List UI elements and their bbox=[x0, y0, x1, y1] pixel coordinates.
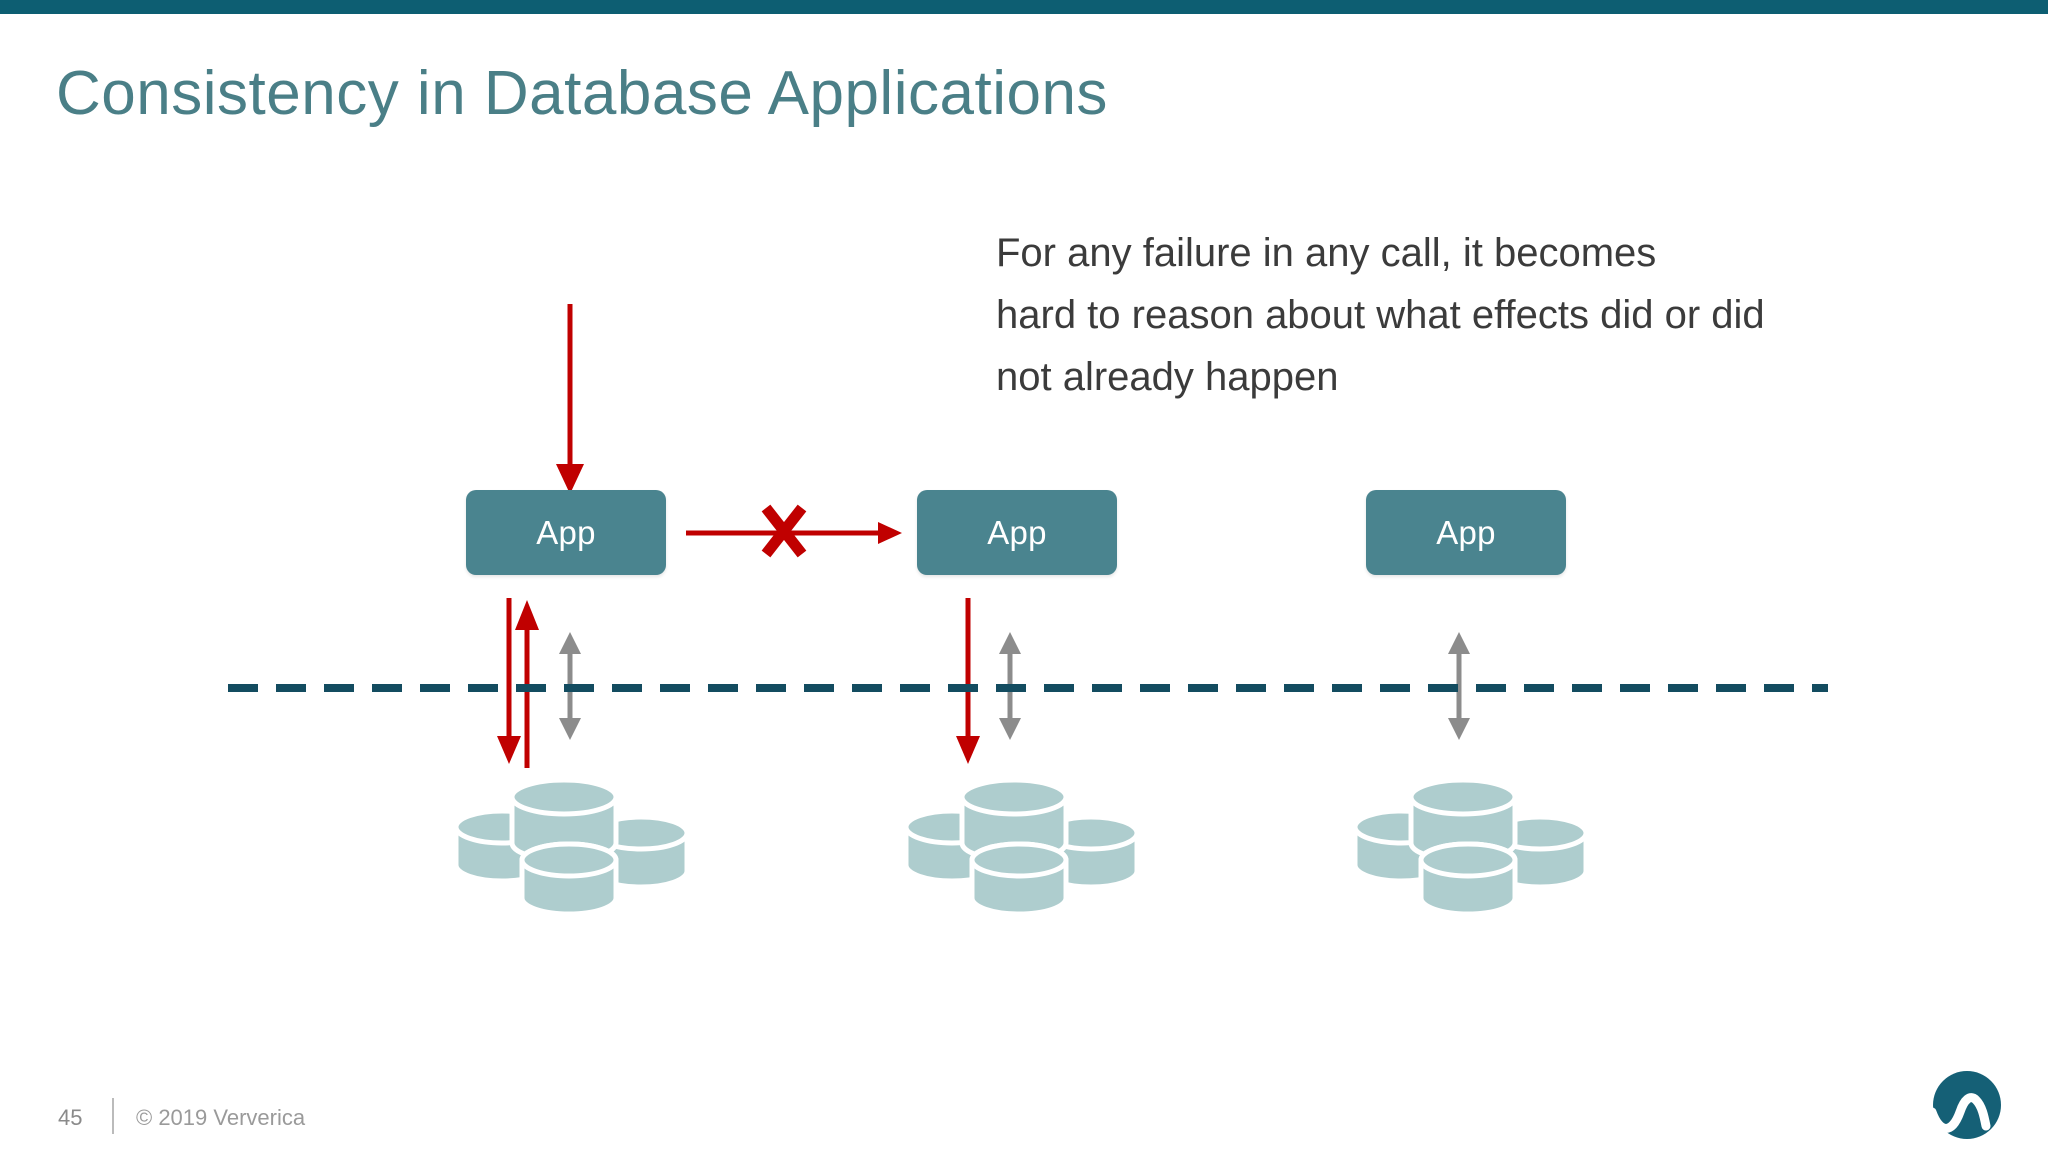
page-number: 45 bbox=[58, 1105, 83, 1130]
incoming-request-arrow bbox=[556, 304, 584, 494]
db-write-arrow-1-down bbox=[497, 598, 521, 764]
callout-line-3: not already happen bbox=[996, 355, 1339, 399]
copyright-text: © 2019 Ververica bbox=[136, 1105, 306, 1130]
database-cluster-2 bbox=[903, 777, 1140, 917]
db-write-arrow-1-up bbox=[515, 600, 539, 768]
callout-line-1: For any failure in any call, it becomes bbox=[996, 231, 1657, 275]
footer-divider bbox=[112, 1098, 114, 1134]
db-write-arrow-2-down bbox=[956, 598, 980, 764]
ververica-logo-icon bbox=[1930, 1071, 2001, 1139]
consistency-boundary-line bbox=[228, 684, 1828, 692]
app-box-1-label: App bbox=[536, 513, 596, 551]
page-title: Consistency in Database Applications bbox=[56, 59, 1108, 128]
app-box-3-label: App bbox=[1436, 513, 1496, 551]
callout-line-2: hard to reason about what effects did or… bbox=[996, 293, 1765, 337]
app-box-2-label: App bbox=[987, 513, 1047, 551]
app-box-1[interactable]: App bbox=[466, 490, 666, 575]
failure-x-icon bbox=[761, 504, 807, 558]
callout-text: For any failure in any call, it becomes … bbox=[996, 222, 1956, 408]
top-accent-bar bbox=[0, 0, 2048, 14]
database-cluster-3 bbox=[1352, 777, 1589, 917]
app-box-3[interactable]: App bbox=[1366, 490, 1566, 575]
app-box-2[interactable]: App bbox=[917, 490, 1117, 575]
database-cluster-1 bbox=[453, 777, 690, 917]
